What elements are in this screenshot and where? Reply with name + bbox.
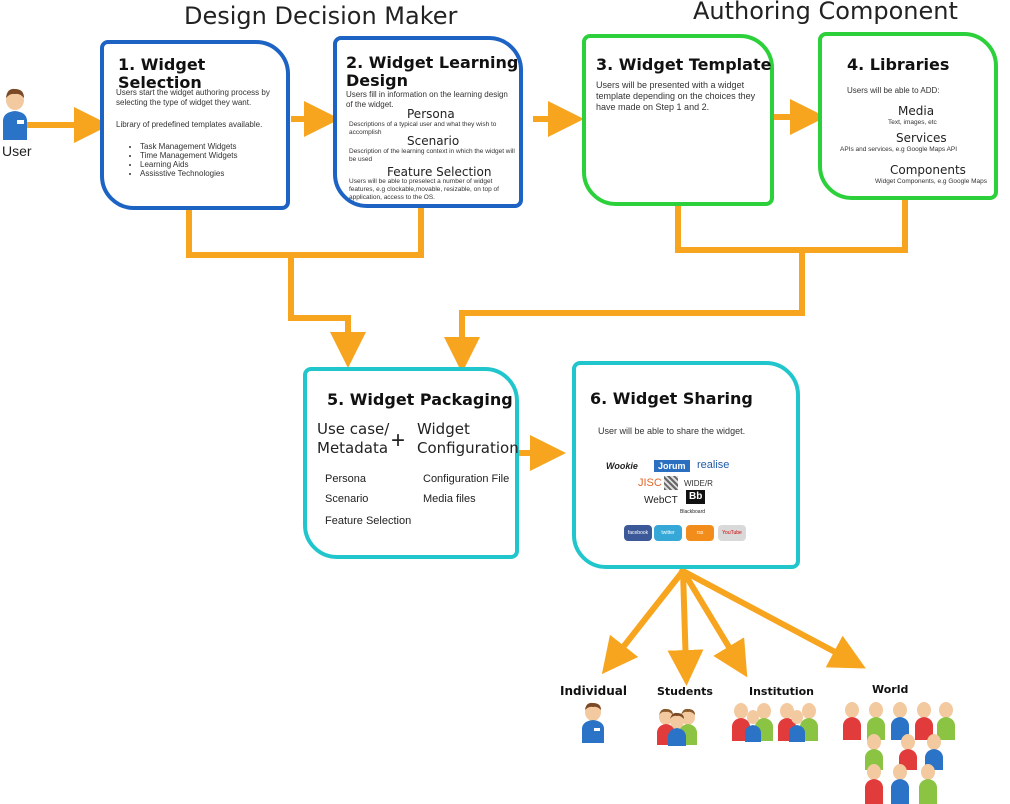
- feature-item: Feature Selection: [325, 515, 412, 527]
- audience-students: Students: [657, 685, 713, 698]
- persona-item: Persona: [325, 473, 366, 485]
- config-file-item: Configuration File: [423, 473, 510, 485]
- card-widget-template: 3. Widget Template Users will be present…: [582, 34, 774, 206]
- card-text: Users fill in information on the learnin…: [346, 90, 508, 109]
- card-text: Users start the widget authoring process…: [116, 88, 270, 107]
- twitter-icon: twitter: [654, 525, 682, 541]
- jorum-logo: Jorum: [654, 460, 690, 472]
- card-title: 2. Widget Learning Design: [346, 53, 519, 90]
- media-desc: Text, images, etc: [888, 119, 937, 126]
- card-title: 5. Widget Packaging: [327, 390, 513, 409]
- bb-logo: Bb: [686, 490, 706, 504]
- user-label: User: [2, 143, 32, 159]
- arrow-to-institution: [678, 566, 748, 678]
- media-heading: Media: [898, 104, 935, 118]
- plus-sign: +: [391, 427, 406, 454]
- scenario-item: Scenario: [325, 493, 369, 505]
- card-widget-packaging: 5. Widget Packaging Use case/ Metadata +…: [303, 367, 519, 559]
- services-desc: APIs and services, e.g Google Maps API: [840, 146, 958, 153]
- qr-icon: [664, 476, 678, 490]
- jisc-logo: JISC: [638, 477, 662, 489]
- world-people-icon: [843, 702, 955, 804]
- scenario-heading: Scenario: [407, 134, 460, 148]
- card-title: 1. Widget Selection: [118, 55, 206, 92]
- card-title: 6. Widget Sharing: [590, 389, 753, 408]
- institution-people-icon: [732, 703, 818, 742]
- arrow-to-students: [667, 567, 704, 686]
- card-text: Users will be presented with a widget te…: [596, 80, 756, 112]
- card-widget-learning-design: 2. Widget Learning Design Users fill in …: [333, 36, 523, 208]
- facebook-icon: facebook: [624, 525, 652, 541]
- components-desc: Widget Components, e.g Google Maps: [875, 178, 988, 185]
- media-files-item: Media files: [423, 493, 476, 505]
- list-item: Assisstive Technologies: [140, 169, 238, 178]
- rss-icon: rss: [686, 525, 714, 541]
- persona-heading: Persona: [407, 107, 455, 121]
- list-item: Time Management Widgets: [140, 151, 238, 160]
- arrow-authoring-to-packaging: [675, 197, 908, 253]
- students-people-icon: [657, 708, 697, 746]
- card-text: Users will be able to ADD:: [847, 86, 940, 95]
- wider-logo: WIDE/R: [684, 479, 713, 488]
- heading-authoring-component: Authoring Component: [693, 0, 958, 25]
- card-title: 4. Libraries: [847, 55, 950, 74]
- individual-people-icon: [582, 702, 604, 743]
- webct-logo: WebCT: [644, 495, 678, 506]
- card-title: 3. Widget Template: [596, 55, 772, 74]
- audience-institution: Institution: [749, 685, 815, 698]
- card-text: User will be able to share the widget.: [598, 426, 746, 436]
- feature-desc: Users will be able to preselect a number…: [349, 178, 499, 201]
- card-widget-selection: 1. Widget Selection Users start the widg…: [100, 40, 290, 210]
- arrow-to-individual: [601, 566, 688, 675]
- audience-individual: Individual: [560, 684, 627, 698]
- scenario-desc: Description of the learning context in w…: [349, 148, 515, 163]
- heading-design-decision-maker: Design Decision Maker: [184, 2, 458, 30]
- list-item: Learning Aids: [140, 160, 238, 169]
- feature-heading: Feature Selection: [387, 165, 492, 179]
- wookie-logo: Wookie: [606, 461, 638, 471]
- list-item: Task Management Widgets: [140, 142, 238, 151]
- card-text: Library of predefined templates availabl…: [116, 120, 263, 129]
- use-case-metadata: Use case/ Metadata: [317, 420, 390, 457]
- widget-configuration: Widget Configuration: [417, 420, 519, 457]
- arrow-decision-to-packaging: [186, 202, 424, 258]
- card-widget-sharing: 6. Widget Sharing User will be able to s…: [572, 361, 800, 569]
- youtube-icon: YouTube: [718, 525, 746, 541]
- persona-desc: Descriptions of a typical user and what …: [349, 121, 497, 136]
- widget-type-list: Task Management Widgets Time Management …: [128, 142, 238, 178]
- arrow-to-world: [678, 566, 866, 669]
- card-libraries: 4. Libraries Users will be able to ADD: …: [818, 32, 998, 200]
- components-heading: Components: [890, 163, 966, 177]
- realise-logo: realise: [697, 459, 730, 471]
- user-icon: [3, 88, 27, 140]
- audience-world: World: [872, 683, 909, 696]
- blackboard-logo: Blackboard: [680, 509, 706, 515]
- services-heading: Services: [896, 131, 947, 145]
